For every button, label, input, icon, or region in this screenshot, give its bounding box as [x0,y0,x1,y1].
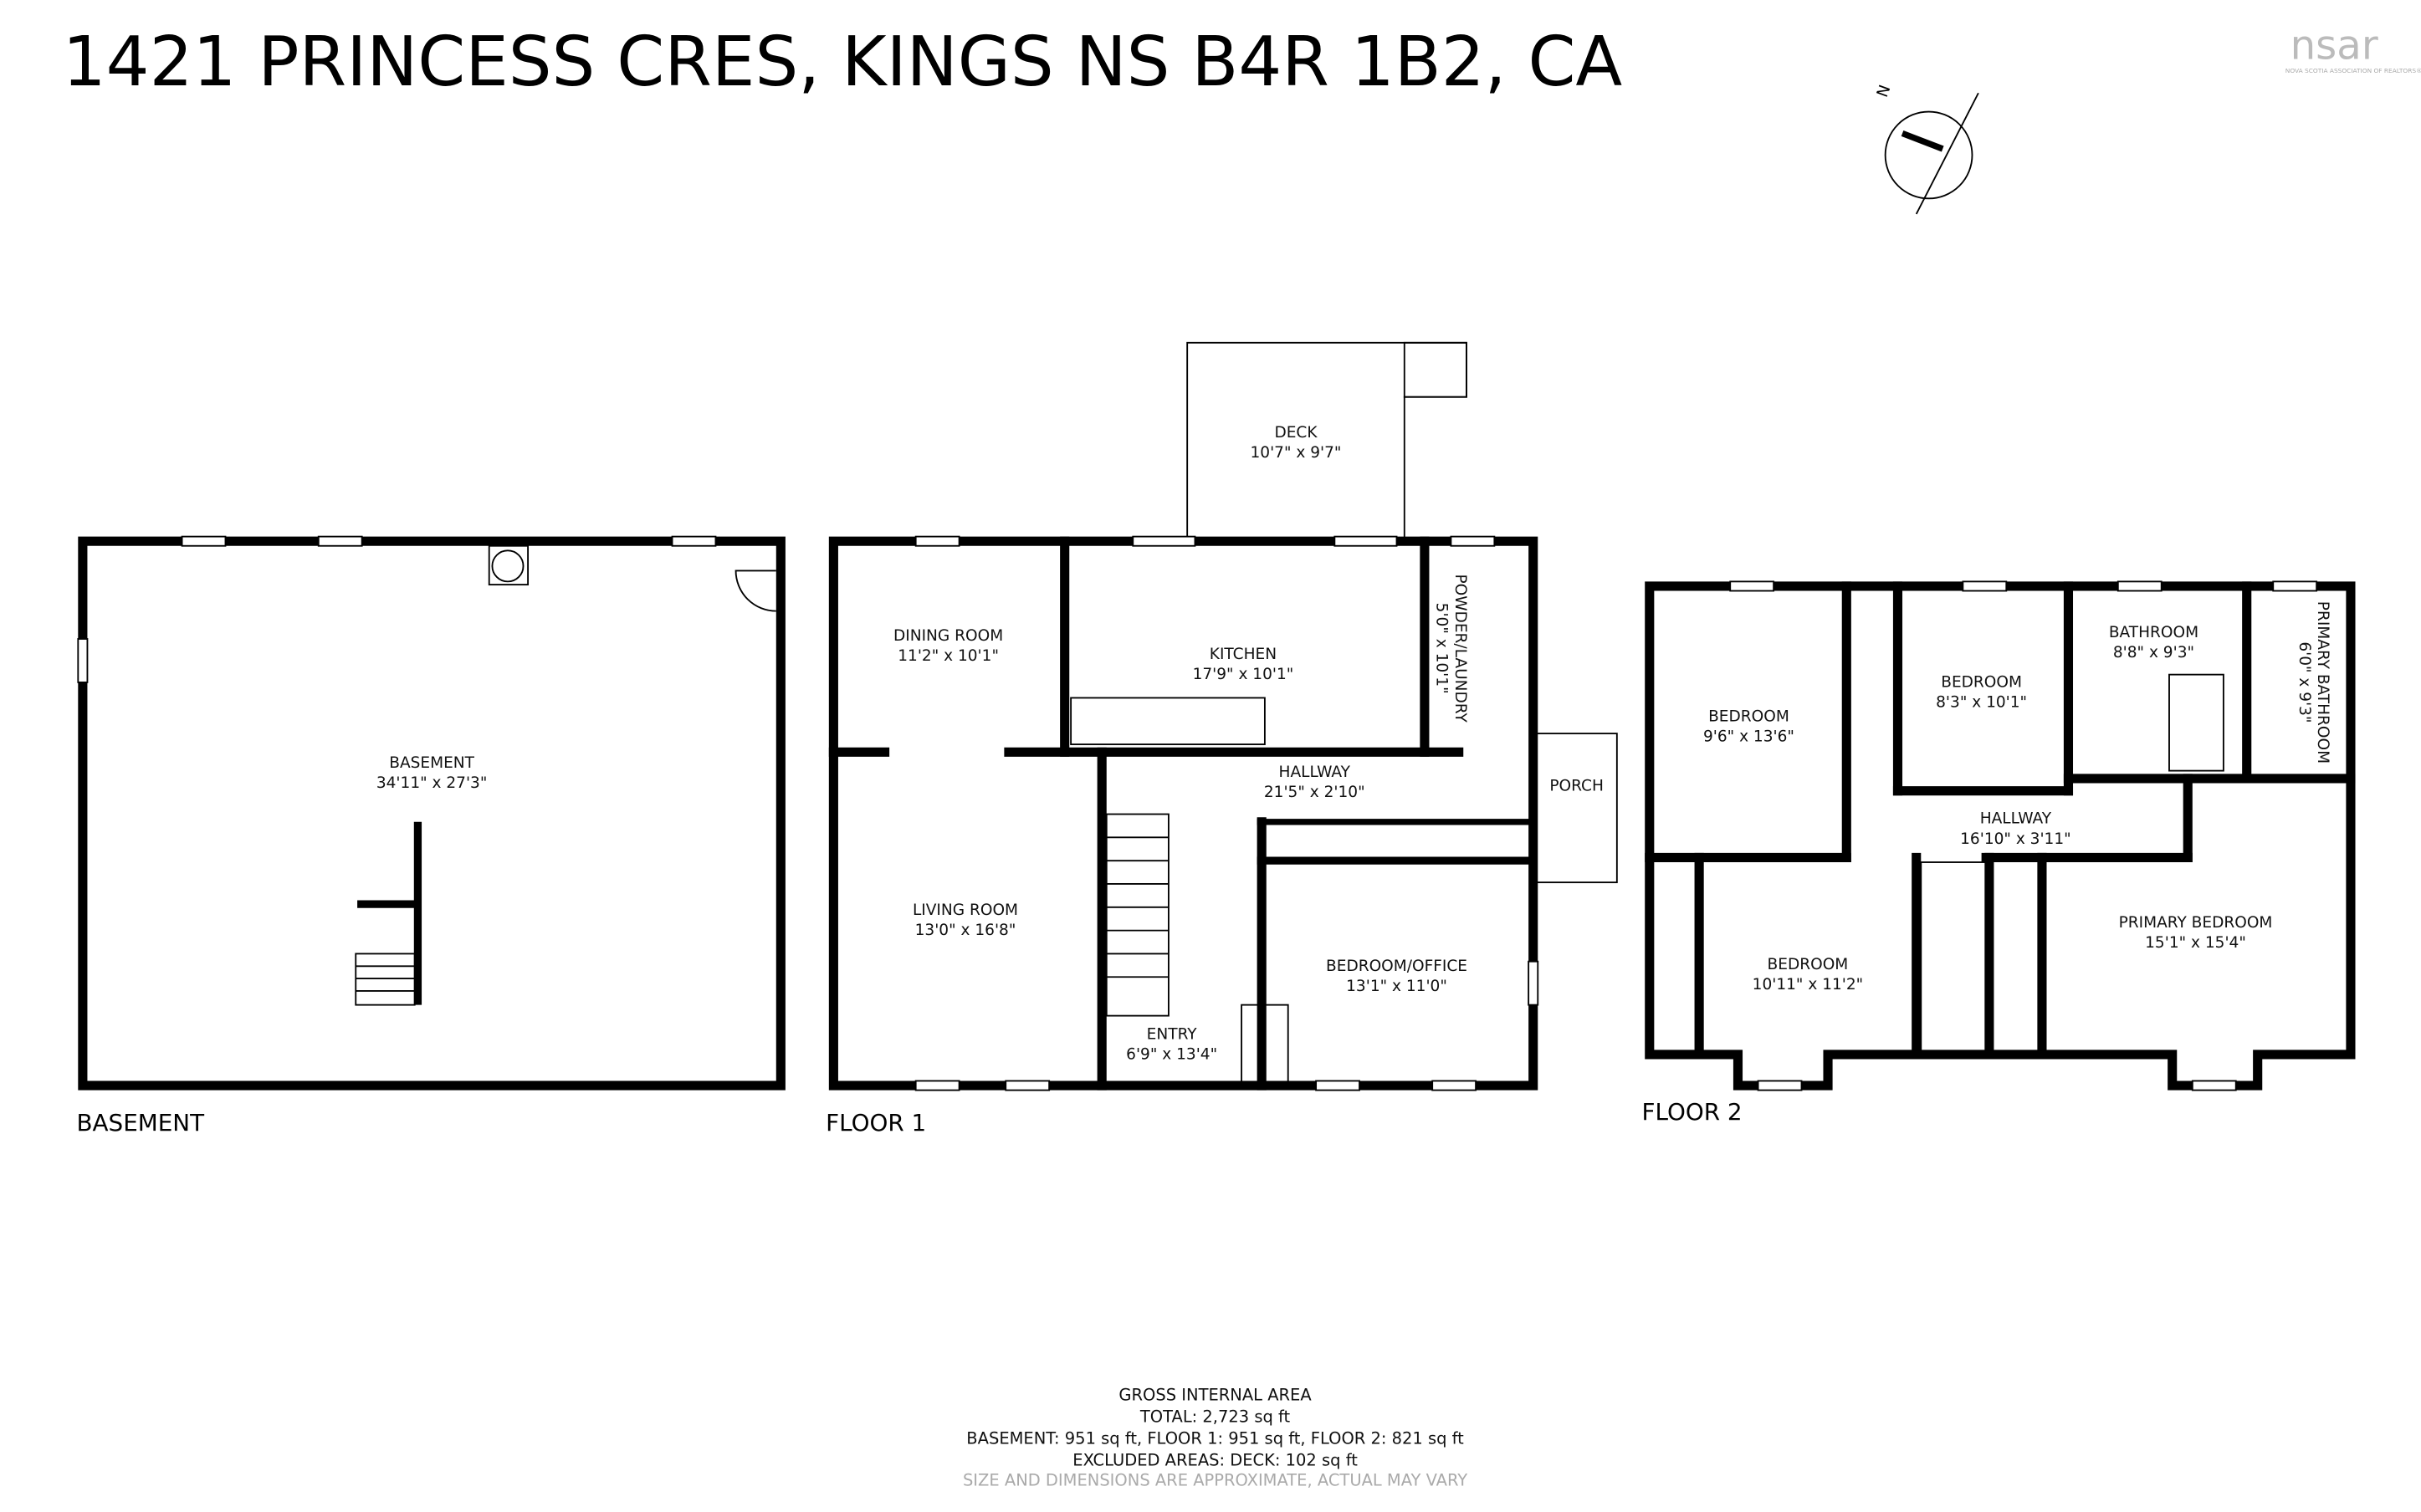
room-label: PRIMARY BATHROOM [2314,601,2331,764]
room-label: TOTAL: 2,723 sq ft [1139,1407,1291,1426]
room-label: nsar [2290,22,2378,69]
room-dimensions: 10'7" x 9'7" [1251,444,1342,462]
room-label: DECK [1274,424,1318,442]
room-label: BEDROOM/OFFICE [1326,958,1467,975]
room-dimensions: 10'11" x 11'2" [1753,976,1864,994]
floor-label-floor1: FLOOR 1 [826,1109,926,1137]
floor2-plan: BEDROOM 9'6" x 13'6" BEDROOM 8'3" x 10'1… [1642,580,2356,1126]
room-label: PRIMARY BEDROOM [2119,914,2273,932]
room-label: EXCLUDED AREAS: DECK: 102 sq ft [1072,1450,1358,1469]
room-label: BATHROOM [2109,624,2198,641]
nsar-logo: nsar NOVA SCOTIA ASSOCIATION OF REALTORS… [2285,22,2421,74]
room-dimensions: 21'5" x 2'10" [1264,784,1365,801]
room-dimensions: 6'9" x 13'4" [1126,1046,1217,1064]
room-label: PORCH [1549,778,1604,795]
room-name: BASEMENT [389,754,474,772]
room-dimensions: 11'2" x 10'1" [898,647,999,665]
room-dimensions: 13'0" x 16'8" [915,922,1016,939]
page-title: 1421 PRINCESS CRES, KINGS NS B4R 1B2, CA [63,23,1623,102]
floor-label-floor2: FLOOR 2 [1642,1098,1743,1126]
room-label: BEDROOM [1708,707,1789,725]
room-label: HALLWAY [1279,764,1351,781]
floor1-plan: DECK 10'7" x 9'7" DINING ROOM 11'2" x 10… [826,341,1618,1137]
room-label: ENTRY [1147,1025,1198,1043]
room-label: HALLWAY [1980,810,2052,828]
room-label: GROSS INTERNAL AREA [1118,1385,1312,1404]
room-dimensions: 8'8" x 9'3" [2113,644,2194,662]
room-label: BEDROOM [1768,956,1849,973]
room-label: POWDER/LAUNDRY [1451,574,1469,723]
area-summary: GROSS INTERNAL AREA TOTAL: 2,723 sq ft B… [963,1385,1467,1489]
room-dimensions: 13'1" x 11'0" [1346,978,1447,995]
room-label: BEDROOM [1941,673,2022,691]
room-label: KITCHEN [1210,646,1277,663]
room-label: NOVA SCOTIA ASSOCIATION OF REALTORS® [2285,67,2421,74]
room-label: LIVING ROOM [913,902,1018,919]
room-label: N [1874,83,1894,100]
floor-label-basement: BASEMENT [76,1109,205,1137]
room-dimensions: 5'0" x 10'1" [1433,603,1451,694]
room-dims: 34'11" x 27'3" [376,774,488,792]
room-dimensions: 16'10" x 3'11" [1960,830,2071,848]
basement-plan: BASEMENT 34'11" x 27'3" BASEMENT [76,535,786,1137]
room-dimensions: 15'1" x 15'4" [2145,934,2246,952]
room-label: BASEMENT: 951 sq ft, FLOOR 1: 951 sq ft,… [966,1428,1464,1448]
room-dimensions: 9'6" x 13'6" [1703,728,1794,745]
room-dimensions: 8'3" x 10'1" [1936,694,2027,712]
room-dimensions: 6'0" x 9'3" [2296,641,2313,723]
room-label: DINING ROOM [893,627,1003,645]
room-label: SIZE AND DIMENSIONS ARE APPROXIMATE, ACT… [963,1470,1467,1489]
room-dimensions: 17'9" x 10'1" [1193,666,1294,683]
north-arrow-icon: N [1874,83,1979,215]
